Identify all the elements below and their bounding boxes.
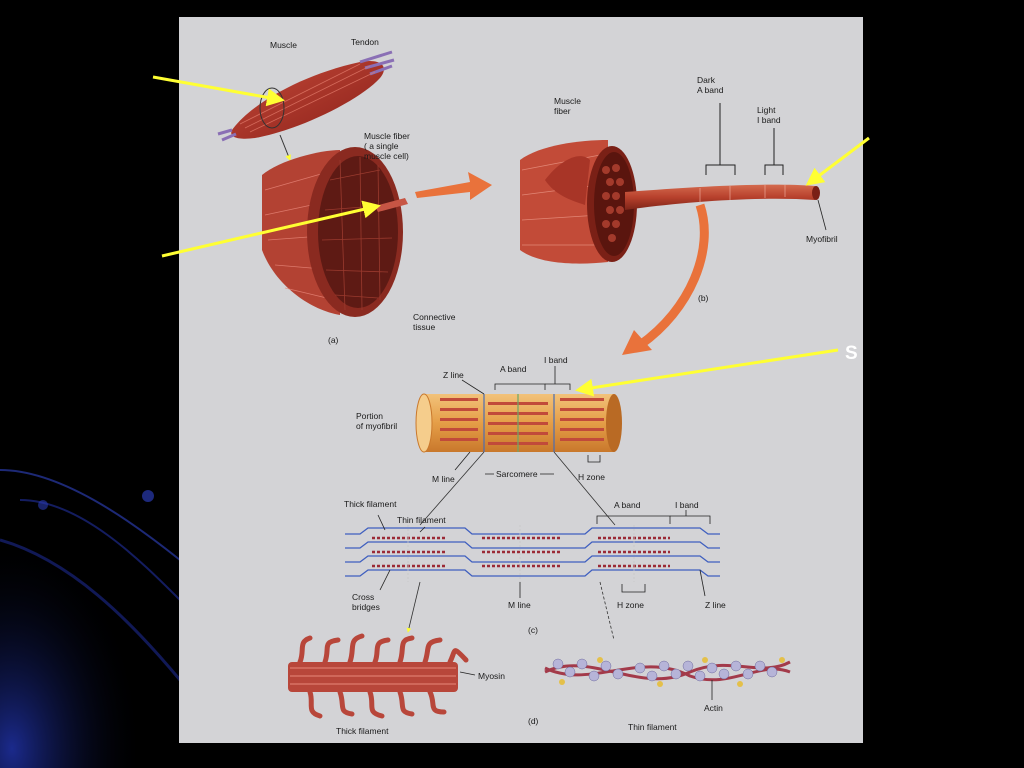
label-z-line: Z line (443, 370, 464, 380)
label-actin: Actin (704, 703, 723, 713)
arrow-to-sarcomere (575, 348, 839, 397)
label-tendon: Tendon (351, 37, 379, 47)
slide-partial-letter: S (845, 343, 858, 364)
sarcomere-filaments (345, 510, 720, 598)
label-m-line-mid: M line (508, 600, 531, 610)
label-light-i-band: Light I band (757, 105, 781, 125)
diagram-panel (179, 17, 863, 743)
label-dark-a-band: Dark A band (697, 75, 724, 95)
arrow-b-to-c (637, 203, 709, 349)
label-m-line: M line (432, 474, 455, 484)
label-thin-filament: Thin filament (397, 515, 446, 525)
label-panel-b: (b) (698, 293, 709, 303)
label-i-band: I band (544, 355, 568, 365)
arrow-a-to-b (415, 172, 492, 200)
label-thin-filament-bottom: Thin filament (628, 722, 677, 732)
label-myofibril: Myofibril (806, 234, 838, 244)
thin-filament-illustration (544, 657, 791, 700)
label-cross-bridges: Cross bridges (352, 592, 380, 612)
label-panel-a: (a) (328, 335, 339, 345)
thick-filament-illustration (288, 633, 476, 719)
whole-muscle (217, 50, 395, 161)
label-panel-d: (d) (528, 716, 539, 726)
muscle-fiber-bundle (520, 140, 637, 264)
label-h-zone-mid: H zone (617, 600, 644, 610)
label-z-line-mid: Z line (705, 600, 726, 610)
muscle-section (262, 147, 408, 317)
label-muscle-fiber-cell: Muscle fiber ( a single muscle cell) (364, 131, 410, 161)
arrow-to-muscle-fiber (161, 200, 381, 258)
label-thick-filament: Thick filament (344, 499, 397, 509)
label-panel-c: (c) (528, 625, 538, 635)
pointer-arrows (152, 75, 870, 397)
label-thick-filament-bottom: Thick filament (336, 726, 389, 736)
label-muscle-fiber: Muscle fiber (554, 96, 581, 116)
label-sarcomere: Sarcomere (494, 469, 540, 479)
arrow-to-myofibril (805, 136, 870, 186)
label-a-band: A band (500, 364, 527, 374)
label-myosin: Myosin (478, 671, 505, 681)
label-portion-of-myofibril: Portion of myofibril (356, 411, 398, 431)
label-connective-tissue: Connective tissue (413, 312, 456, 332)
label-i-band-mid: I band (675, 500, 699, 510)
label-muscle: Muscle (270, 40, 297, 50)
myofibril-portion (415, 366, 622, 475)
label-h-zone: H zone (578, 472, 605, 482)
arrow-to-muscle (152, 75, 285, 107)
label-a-band-mid: A band (614, 500, 641, 510)
myofibril-rod (625, 103, 827, 231)
